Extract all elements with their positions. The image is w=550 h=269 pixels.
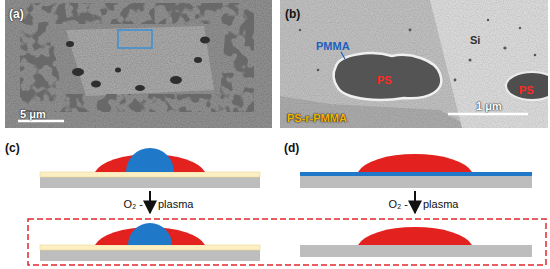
schematic-c-after: [40, 223, 260, 261]
scale-bar: [448, 113, 528, 116]
panel-label: (d): [284, 138, 299, 156]
sem-grain: [5, 0, 272, 128]
sem-image-a: [5, 0, 272, 128]
process-label: plasma: [158, 194, 193, 212]
pmma-layer: [300, 172, 532, 176]
brush-layer: [40, 172, 260, 177]
ps-dome: [358, 227, 472, 245]
panel-label: (b): [285, 4, 300, 22]
process-label: plasma: [423, 194, 458, 212]
material-label-text: PS: [519, 84, 534, 96]
schematic-d-after: [300, 227, 532, 257]
leader-line: [341, 52, 345, 59]
process-arrow: [149, 191, 151, 213]
panel-label-text: (b): [285, 7, 300, 21]
pmma-cap: [128, 223, 172, 245]
material-label: PMMA: [316, 36, 350, 54]
sem-ground: [5, 0, 272, 128]
panel-label-text: (a): [9, 7, 24, 21]
material-label-text: PMMA: [316, 40, 350, 52]
dewetted-ring: [5, 0, 272, 128]
process-label: O₂ -: [123, 194, 143, 212]
zoom-box: [118, 30, 152, 48]
brush-layer: [40, 245, 260, 250]
process-label-text: plasma: [158, 198, 193, 210]
ps-droplet: [506, 72, 548, 100]
sem-grain: [280, 0, 548, 128]
dewet-holes: [66, 37, 210, 92]
sem-image-b: [280, 0, 548, 128]
material-label: PS: [377, 70, 392, 88]
scale-bar: [18, 120, 64, 123]
material-label: PS: [519, 80, 534, 98]
process-label-text: O₂ -: [123, 198, 143, 210]
schematic-d-before: [300, 154, 532, 213]
process-label: O₂ -: [388, 194, 408, 212]
material-label: Si: [470, 30, 480, 48]
result-frame: [28, 219, 546, 265]
substrate: [40, 177, 260, 188]
material-label-text: PS: [377, 74, 392, 86]
material-label-text: Si: [470, 34, 480, 46]
sem-ground: [280, 0, 548, 128]
substrate: [300, 245, 532, 257]
ps-dome: [358, 154, 472, 172]
material-label-text: PS-r-PMMA: [287, 112, 347, 124]
pmma-cap: [126, 148, 174, 172]
schematic-c-before: [40, 148, 260, 213]
panel-label: (a): [9, 4, 24, 22]
scale-label-text: 1 μm: [476, 100, 502, 112]
process-label-text: plasma: [423, 198, 458, 210]
scale-label: 1 μm: [476, 96, 502, 114]
panel-label-text: (c): [5, 141, 20, 155]
scale-label-text: 5 μm: [20, 108, 46, 120]
panel-label: (c): [5, 138, 20, 156]
process-label-text: O₂ -: [388, 198, 408, 210]
panel-label-text: (d): [284, 141, 299, 155]
ps-droplet: [334, 53, 442, 100]
material-label: PS-r-PMMA: [287, 108, 347, 126]
substrate: [300, 176, 532, 188]
substrate: [40, 250, 260, 261]
scale-label: 5 μm: [20, 104, 46, 122]
process-arrow: [414, 191, 416, 213]
